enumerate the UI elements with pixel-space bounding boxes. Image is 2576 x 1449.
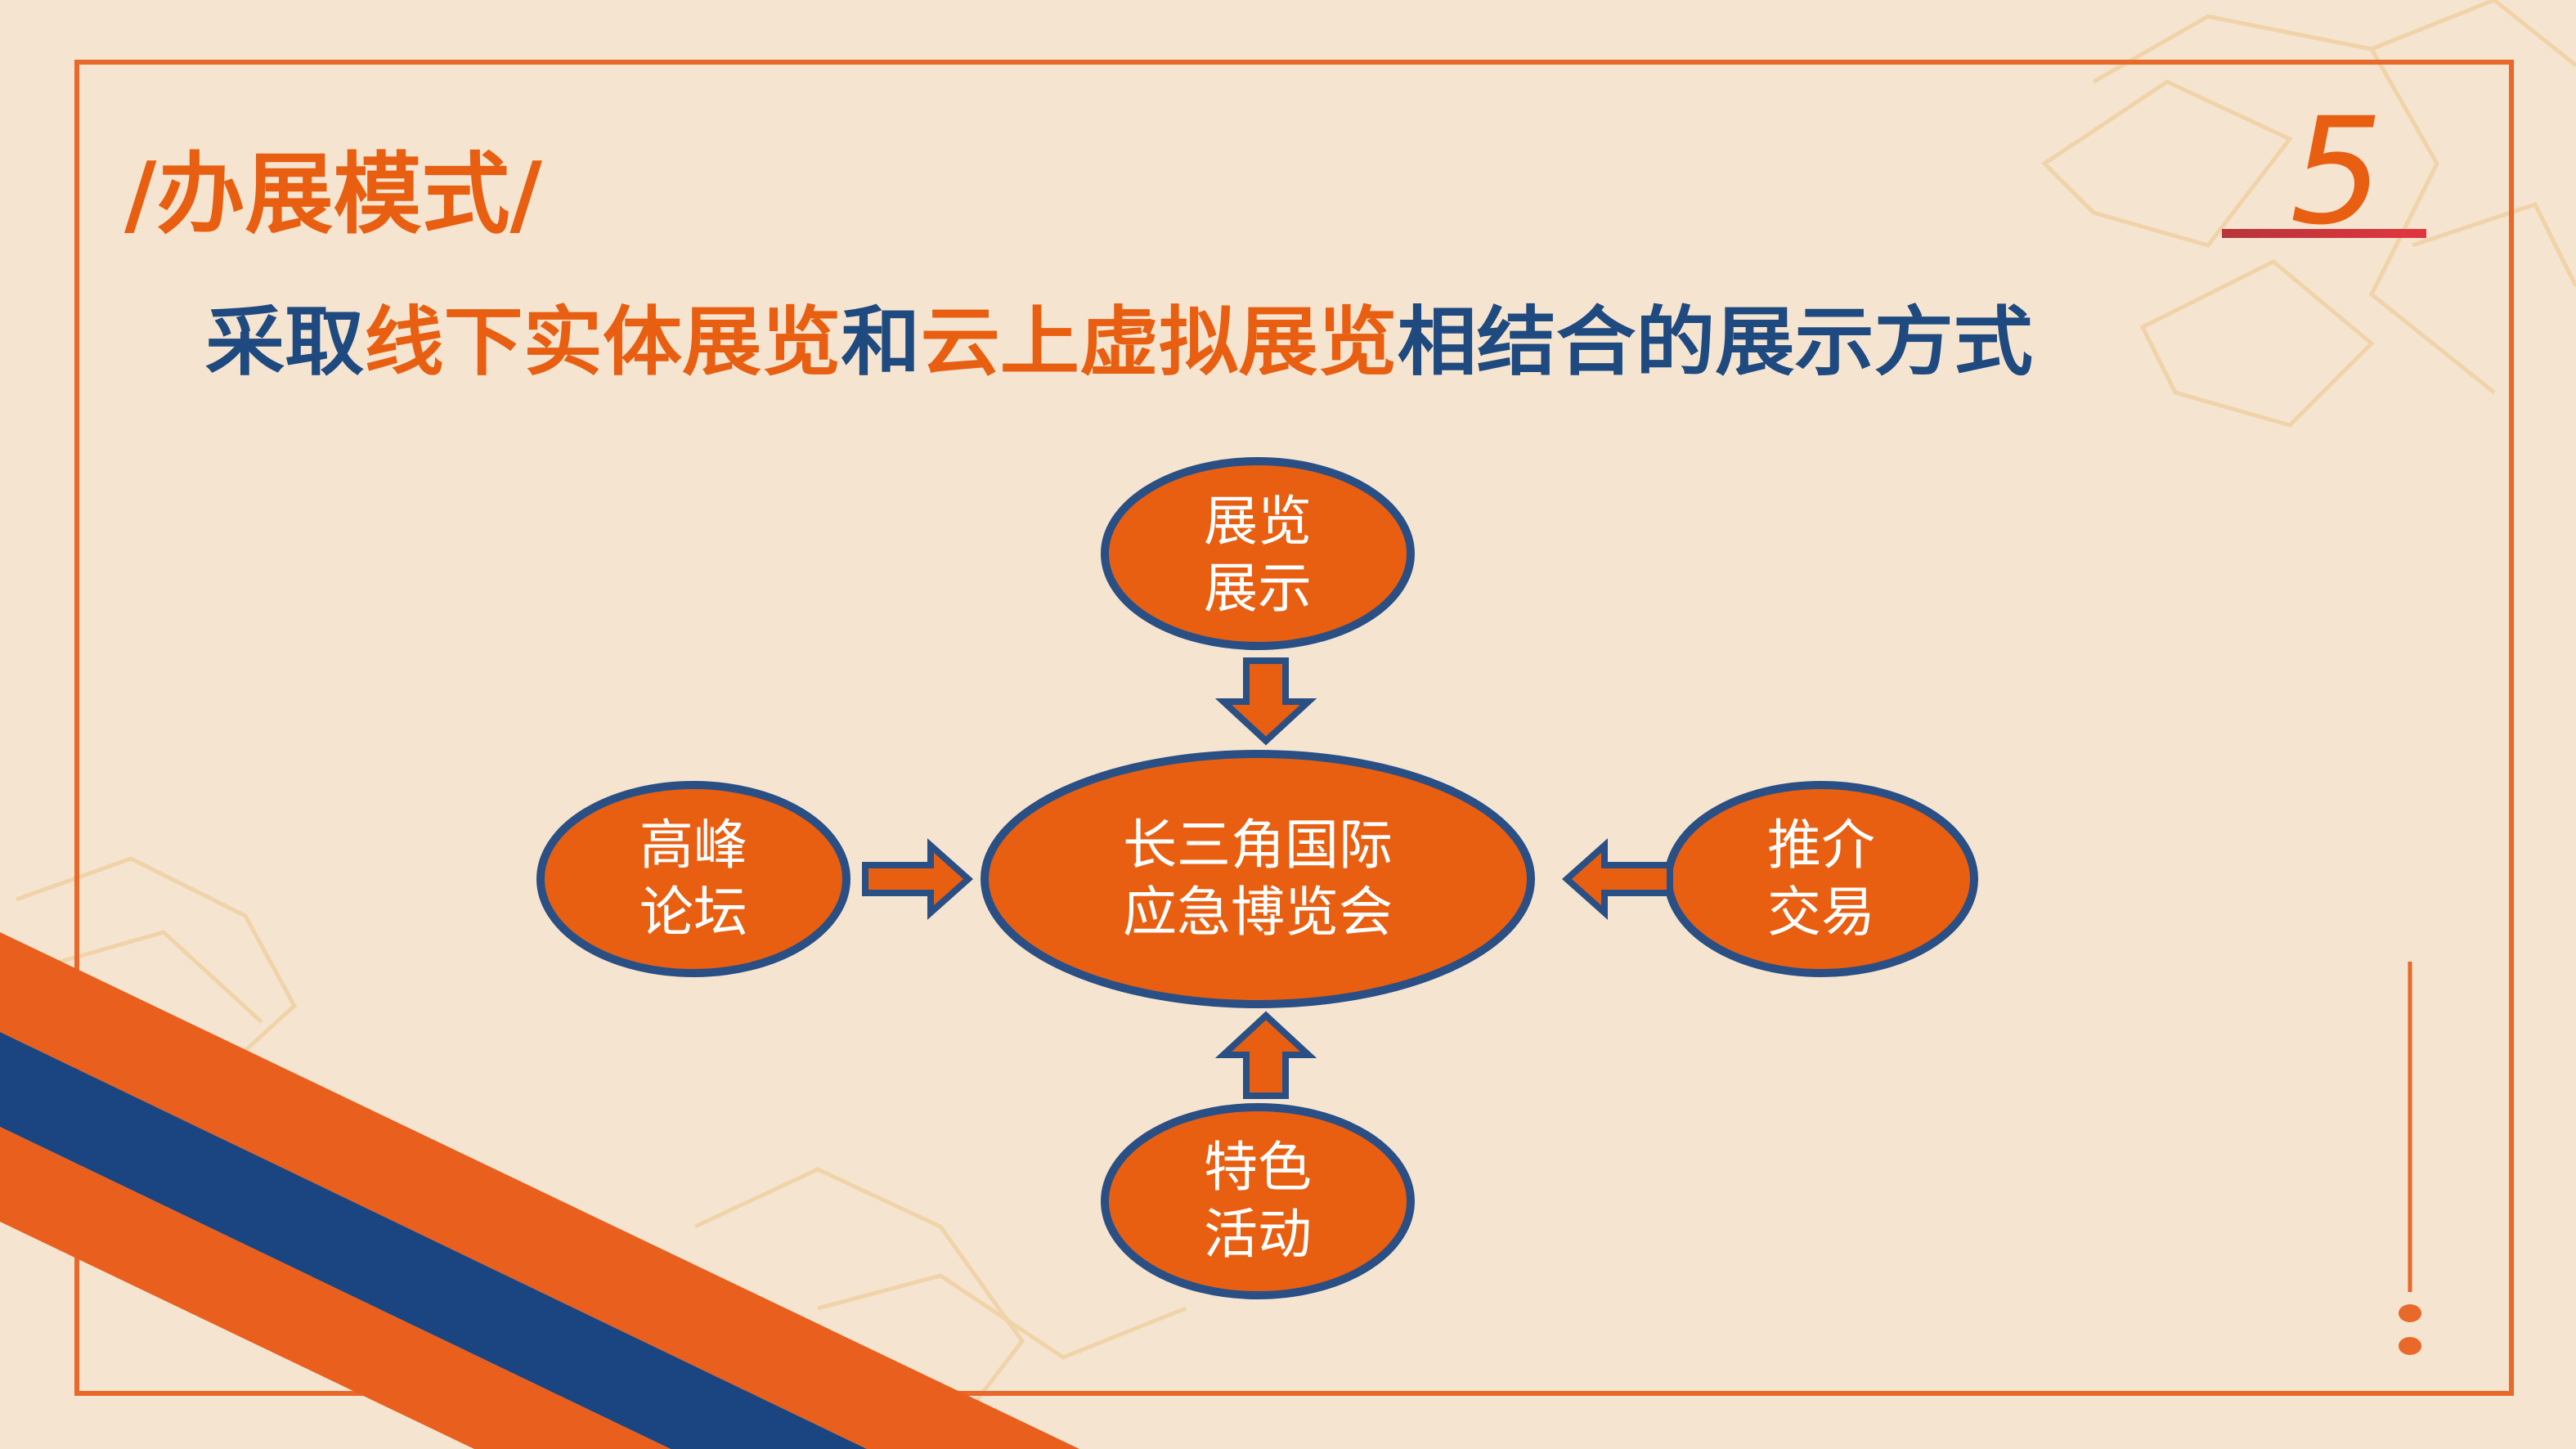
bottom-node: [1101, 1103, 1415, 1299]
center-node-label: 应急博览会: [1123, 881, 1393, 944]
top-node-label: 展览: [1204, 490, 1312, 553]
arrow-down-icon: [1214, 657, 1317, 746]
stripe-orange-top: [0, 932, 1079, 1449]
subtitle-highlight-offline: 线下实体展览: [364, 298, 841, 386]
stripe-orange-bottom: [0, 1127, 671, 1449]
right-node-label: 推介: [1767, 814, 1875, 877]
center-node-label: 长三角国际: [1123, 814, 1393, 877]
arrow-up-icon: [1214, 1011, 1317, 1099]
subtitle-part: 相结合的展示方式: [1398, 298, 2033, 386]
page-number-underline: [2222, 229, 2426, 238]
right-node-label: 交易: [1767, 881, 1875, 944]
bottom-node-label: 特色: [1204, 1136, 1312, 1199]
stripe-blue: [0, 1032, 867, 1449]
arrow-left-icon: [1561, 838, 1673, 920]
top-node: [1101, 457, 1415, 650]
decorative-dot: [2399, 1304, 2421, 1322]
top-node-label: 展示: [1204, 557, 1312, 620]
left-node-label: 论坛: [640, 881, 747, 944]
center-node: [981, 750, 1535, 1008]
subtitle-part: 采取: [205, 298, 364, 386]
arrow-right-icon: [862, 838, 974, 920]
subtitle-part: 和: [841, 298, 920, 386]
subtitle: 采取线下实体展览和云上虚拟展览相结合的展示方式: [205, 298, 2033, 386]
left-node-label: 高峰: [640, 814, 747, 877]
slide-frame: [74, 60, 2514, 1396]
decorative-pattern: [16, 0, 2576, 1449]
bottom-node-label: 活动: [1204, 1203, 1312, 1266]
slide-title: /办展模式/: [124, 144, 542, 246]
decorative-dot: [2399, 1337, 2421, 1355]
left-node: [536, 781, 850, 977]
subtitle-highlight-online: 云上虚拟展览: [921, 298, 1398, 386]
